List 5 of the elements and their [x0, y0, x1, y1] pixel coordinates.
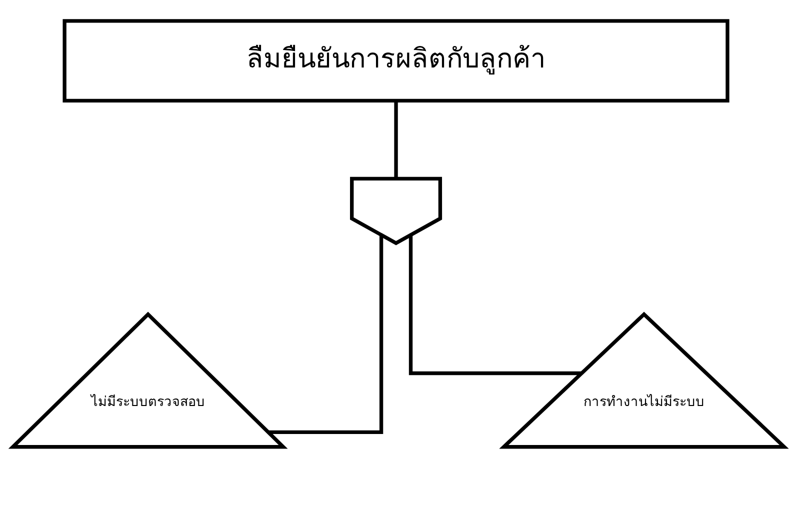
connector — [408, 235, 582, 376]
node-gate — [350, 176, 442, 246]
connector — [394, 100, 398, 179]
node-box: ลืมยืนยันการผลิตกับลูกค้า — [62, 19, 730, 103]
connector — [268, 235, 384, 434]
